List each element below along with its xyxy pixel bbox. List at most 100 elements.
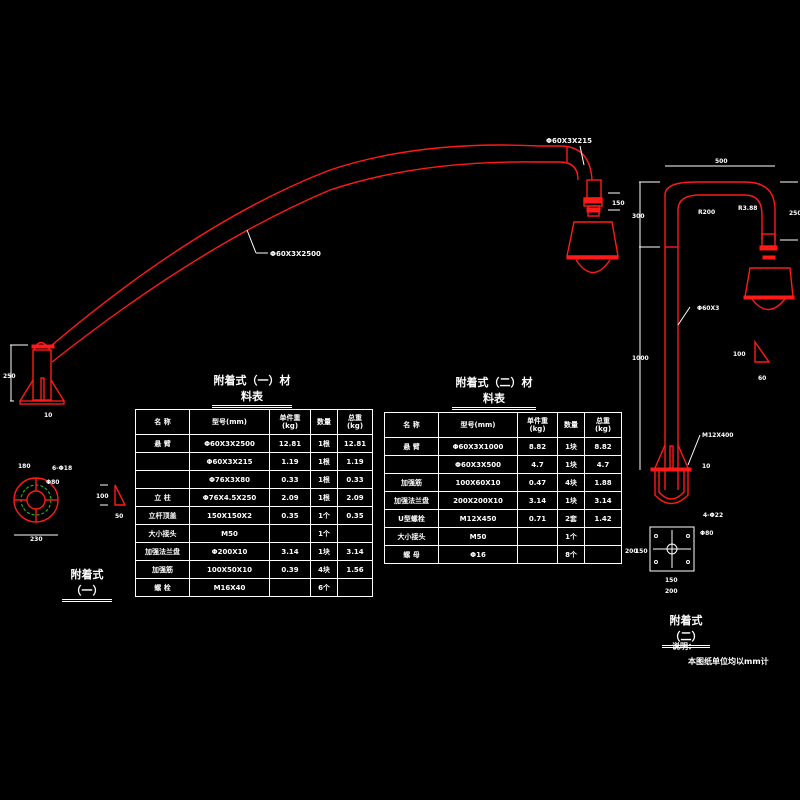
table-cell: 1个 [310,506,338,525]
camera-1 [566,179,619,274]
table-cell [517,527,558,546]
base1-height: 250 [3,373,16,380]
th: 型号(mm) [189,409,270,435]
table-cell: M12X450 [438,509,518,528]
table-cell: 100X50X10 [189,560,270,579]
rib2-h: 100 [733,351,746,358]
plate2-inner-h: 150 [635,548,648,555]
table-cell: 0.71 [517,509,558,528]
table-cell: 0.47 [517,473,558,492]
table-cell: 加强筋 [135,560,190,579]
plate2-inner-w: 150 [665,577,678,584]
table2-title: 附着式（二）材料表 [452,374,536,410]
table-cell: 1.19 [269,452,311,471]
th: 单件重 (kg) [269,409,311,435]
table-cell [337,524,373,543]
notes-heading: 说明： [672,642,696,651]
camera-2 [743,233,795,311]
arm2-height-right: 250 [789,210,800,217]
base-1-side [19,341,65,405]
table-cell: 12.81 [269,434,311,453]
flange-dia: 180 [18,463,31,470]
table-cell: 加强法兰盘 [135,542,190,561]
table-cell: M50 [438,527,518,546]
th: 名 称 [384,412,439,438]
arm-callout: Φ60X3X2500 [270,250,321,258]
rib1-w: 50 [115,513,123,520]
table-cell: 0.39 [269,560,311,579]
table-cell: 1块 [557,491,585,510]
table-cell: 8.82 [584,437,622,456]
table-cell: 大小接头 [135,524,190,543]
table-cell: 立杆顶盖 [135,506,190,525]
table-cell: 2.09 [337,488,373,507]
style1-caption: 附着式（一） [62,566,112,602]
table-cell: Φ16 [438,545,518,564]
table-cell: 100X60X10 [438,473,518,492]
flange-pcd: Φ80 [46,479,59,486]
gooseneck-arm [664,181,776,490]
table-cell [135,470,190,489]
table-cell [517,545,558,564]
table-cell: 0.33 [269,470,311,489]
plate2-center: Φ80 [700,530,713,537]
table-cell: 1根 [310,452,338,471]
table-cell: 1.42 [584,509,622,528]
curved-arm [51,144,593,363]
table-cell: 0.35 [269,506,311,525]
base2-thickness: 10 [702,463,710,470]
table-cell: 加强法兰盘 [384,491,439,510]
rib1-h: 100 [96,493,109,500]
arm2-width: 500 [715,158,728,165]
hoop-callout: M12X400 [702,432,733,439]
table-cell [584,545,622,564]
table-cell: 3.14 [584,491,622,510]
th: 名 称 [135,409,190,435]
th: 总重 (kg) [337,409,373,435]
table-cell: 加强筋 [384,473,439,492]
table-cell: 螺 母 [384,545,439,564]
table-cell [584,527,622,546]
table-cell: 3.14 [517,491,558,510]
table-cell: 1根 [310,488,338,507]
th: 数量 [310,409,338,435]
clearance-dim: 150 [612,200,625,207]
table-cell: 大小接头 [384,527,439,546]
flange-1-plan [13,477,59,523]
table-cell: Φ60X3X215 [189,452,270,471]
pipe2-callout: Φ60X3 [697,305,719,312]
pipe2-length: 1000 [632,355,649,362]
table-cell: Φ60X3X500 [438,455,518,474]
th: 数量 [557,412,585,438]
table-cell: 4块 [310,560,338,579]
table-cell: U型螺栓 [384,509,439,528]
table-cell: 1个 [310,524,338,543]
arm2-radius-inner: R200 [698,209,715,216]
table-cell: 1.88 [584,473,622,492]
table-cell: 4.7 [517,455,558,474]
table-cell: M16X40 [189,578,270,597]
table-cell [135,452,190,471]
table-cell: Φ60X3X1000 [438,437,518,456]
table-cell: 8.82 [517,437,558,456]
table-cell: 4.7 [584,455,622,474]
table-cell: 1个 [557,527,585,546]
elbow-callout: Φ60X3X215 [546,137,592,145]
plate-2-plan [649,526,695,572]
plate2-outer-w: 200 [665,588,678,595]
table-cell: 4块 [557,473,585,492]
th: 总重 (kg) [584,412,622,438]
table-cell: 2.09 [269,488,311,507]
table-cell [337,578,373,597]
table-cell: Φ200X10 [189,542,270,561]
table-cell: 200X200X10 [438,491,518,510]
